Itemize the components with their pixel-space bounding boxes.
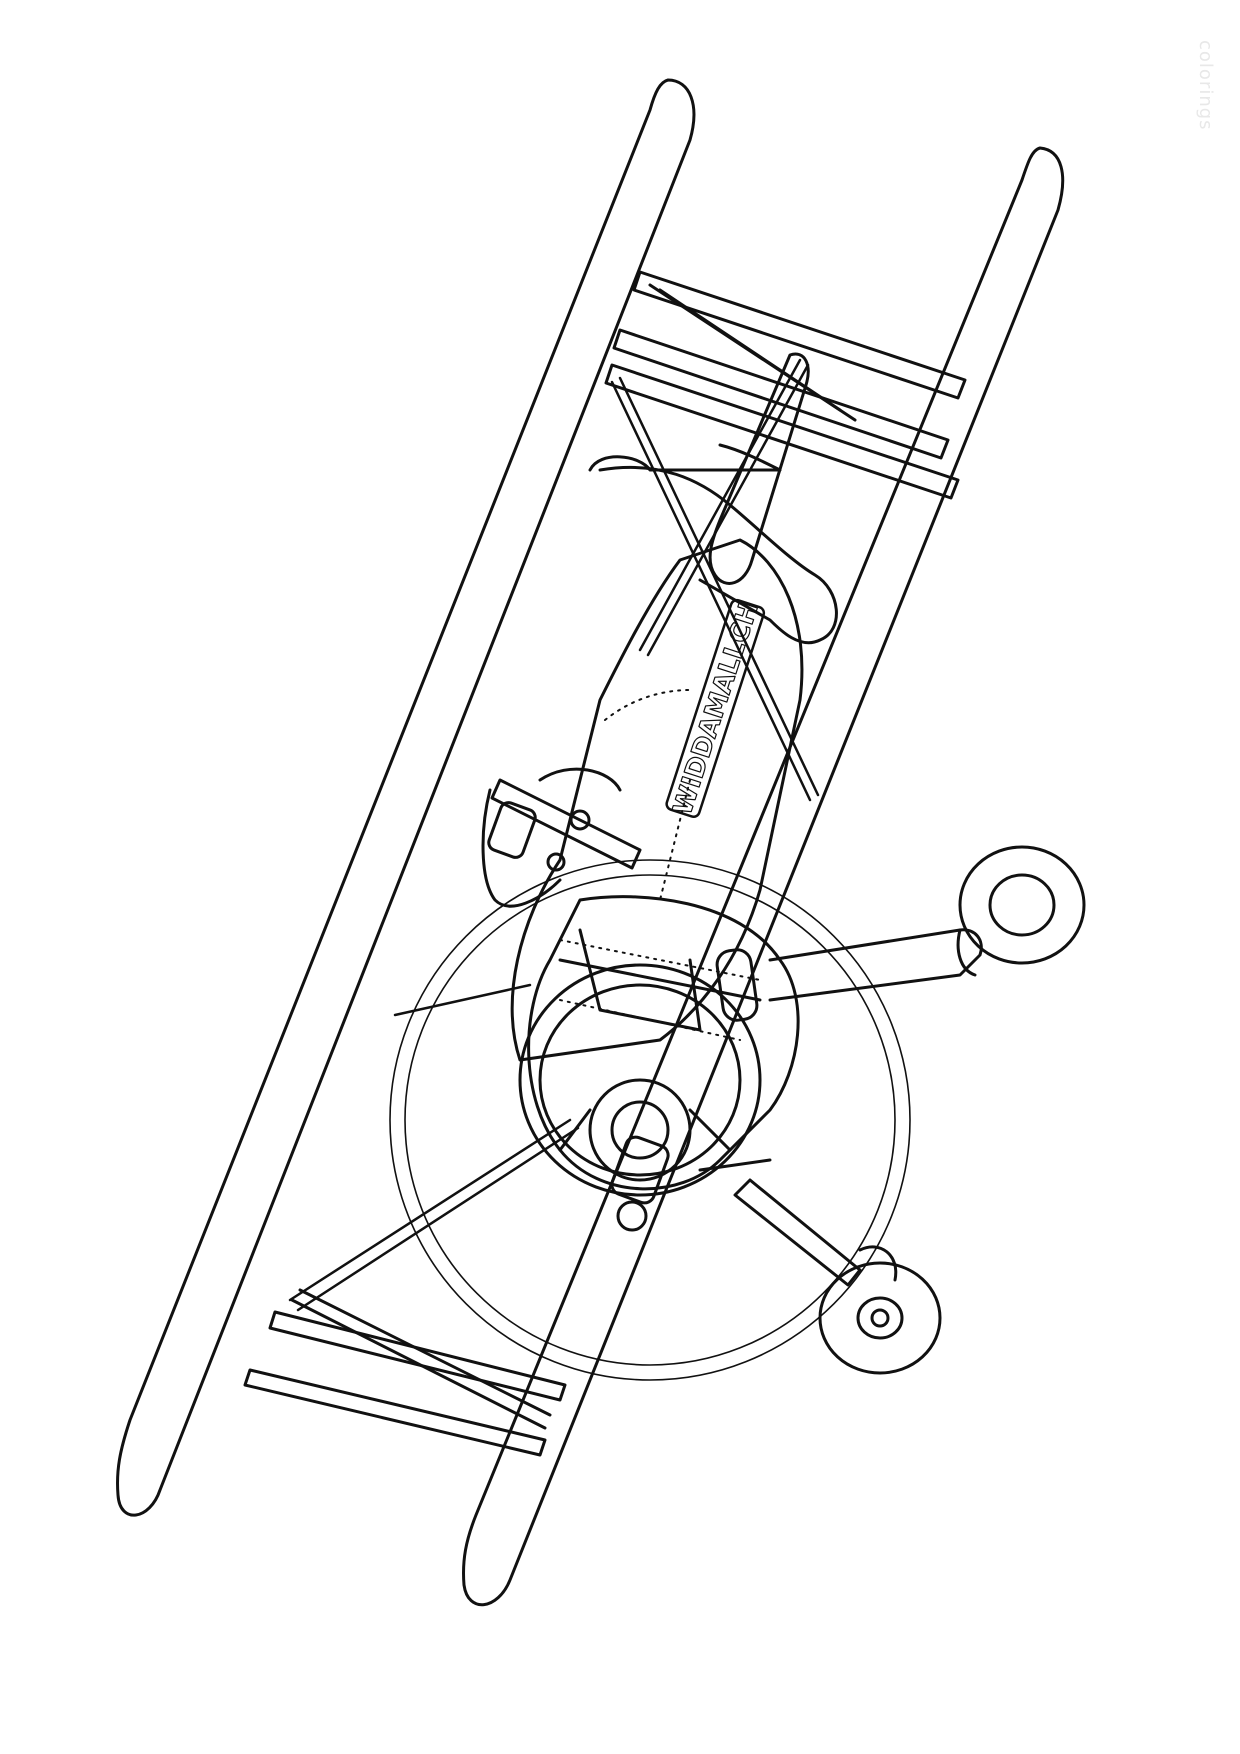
bracing-wires <box>288 358 820 1312</box>
fuselage-lettering: WIDDAMALLCH <box>665 598 765 819</box>
propeller-hub <box>558 1078 772 1232</box>
upper-wing <box>116 78 696 1517</box>
propeller-disc <box>389 859 911 1381</box>
bottom-landing-gear <box>733 1178 942 1375</box>
fuselage <box>510 538 804 1062</box>
engine-cowling <box>518 895 800 1197</box>
watermark: colorings <box>1195 40 1216 131</box>
tail-fin <box>708 352 810 585</box>
svg-text:WIDDAMALLCH: WIDDAMALLCH <box>668 599 765 819</box>
lower-wing <box>462 146 1065 1607</box>
right-landing-gear <box>768 845 1086 1002</box>
tail-section <box>598 465 838 645</box>
rivets <box>559 689 761 1041</box>
upper-struts <box>604 270 967 500</box>
cockpit <box>481 767 642 908</box>
horizontal-stabilizer <box>588 443 782 472</box>
lower-struts <box>243 1288 567 1457</box>
